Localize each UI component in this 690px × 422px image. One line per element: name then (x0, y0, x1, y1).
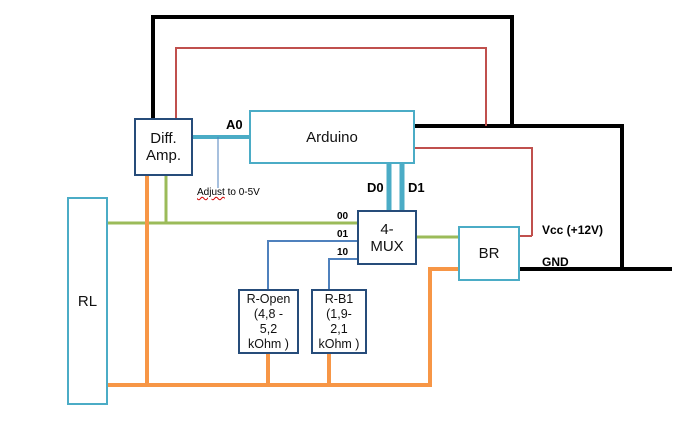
data-bus-wires (193, 135, 405, 211)
power-wire-top-loop (175, 47, 487, 126)
mux-label: 4- MUX (370, 220, 404, 255)
br-label: BR (478, 245, 500, 262)
label-vcc: Vcc (+12V) (542, 223, 604, 237)
label-gnd: GND (542, 255, 569, 269)
ground-wire-top-loop (151, 15, 514, 126)
label-channel-01: 01 (337, 229, 349, 240)
label-a0: A0 (226, 117, 243, 132)
rl-block: RL (67, 197, 108, 405)
mux-block: 4- MUX (357, 210, 417, 265)
diff-amp-label: Diff. Amp. (145, 130, 181, 164)
label-adjust-word: Adjust (197, 187, 225, 198)
label-adjust: Adjust to 0-5V (197, 187, 260, 198)
label-channel-10: 10 (337, 247, 349, 258)
orange-wires (107, 176, 459, 387)
diff-amp-block: Diff. Amp. (134, 118, 193, 176)
label-channel-00: 00 (337, 211, 349, 222)
power-wires (175, 47, 533, 237)
label-adjust-rest: to 0-5V (224, 187, 260, 198)
ground-wire-arduino-right (414, 124, 624, 269)
rl-label: RL (77, 292, 98, 310)
br-block: BR (458, 226, 520, 281)
wire-channel-10 (328, 258, 358, 290)
r-b1-block: R-B1 (1,9- 2,1 kOhm ) (311, 289, 367, 354)
ground-wires (151, 15, 672, 271)
r-b1-label: R-B1 (1,9- 2,1 kOhm ) (318, 291, 360, 351)
r-open-block: R-Open (4,8 - 5,2 kOhm ) (238, 289, 299, 354)
mux-channel-wires (267, 240, 358, 290)
wire-channel-01 (267, 240, 358, 290)
arduino-label: Arduino (306, 128, 358, 146)
label-d0: D0 (367, 180, 384, 195)
label-d1: D1 (408, 180, 425, 195)
arduino-block: Arduino (249, 110, 415, 164)
r-open-label: R-Open (4,8 - 5,2 kOhm ) (246, 291, 291, 351)
power-wire-arduino-right (414, 147, 533, 236)
